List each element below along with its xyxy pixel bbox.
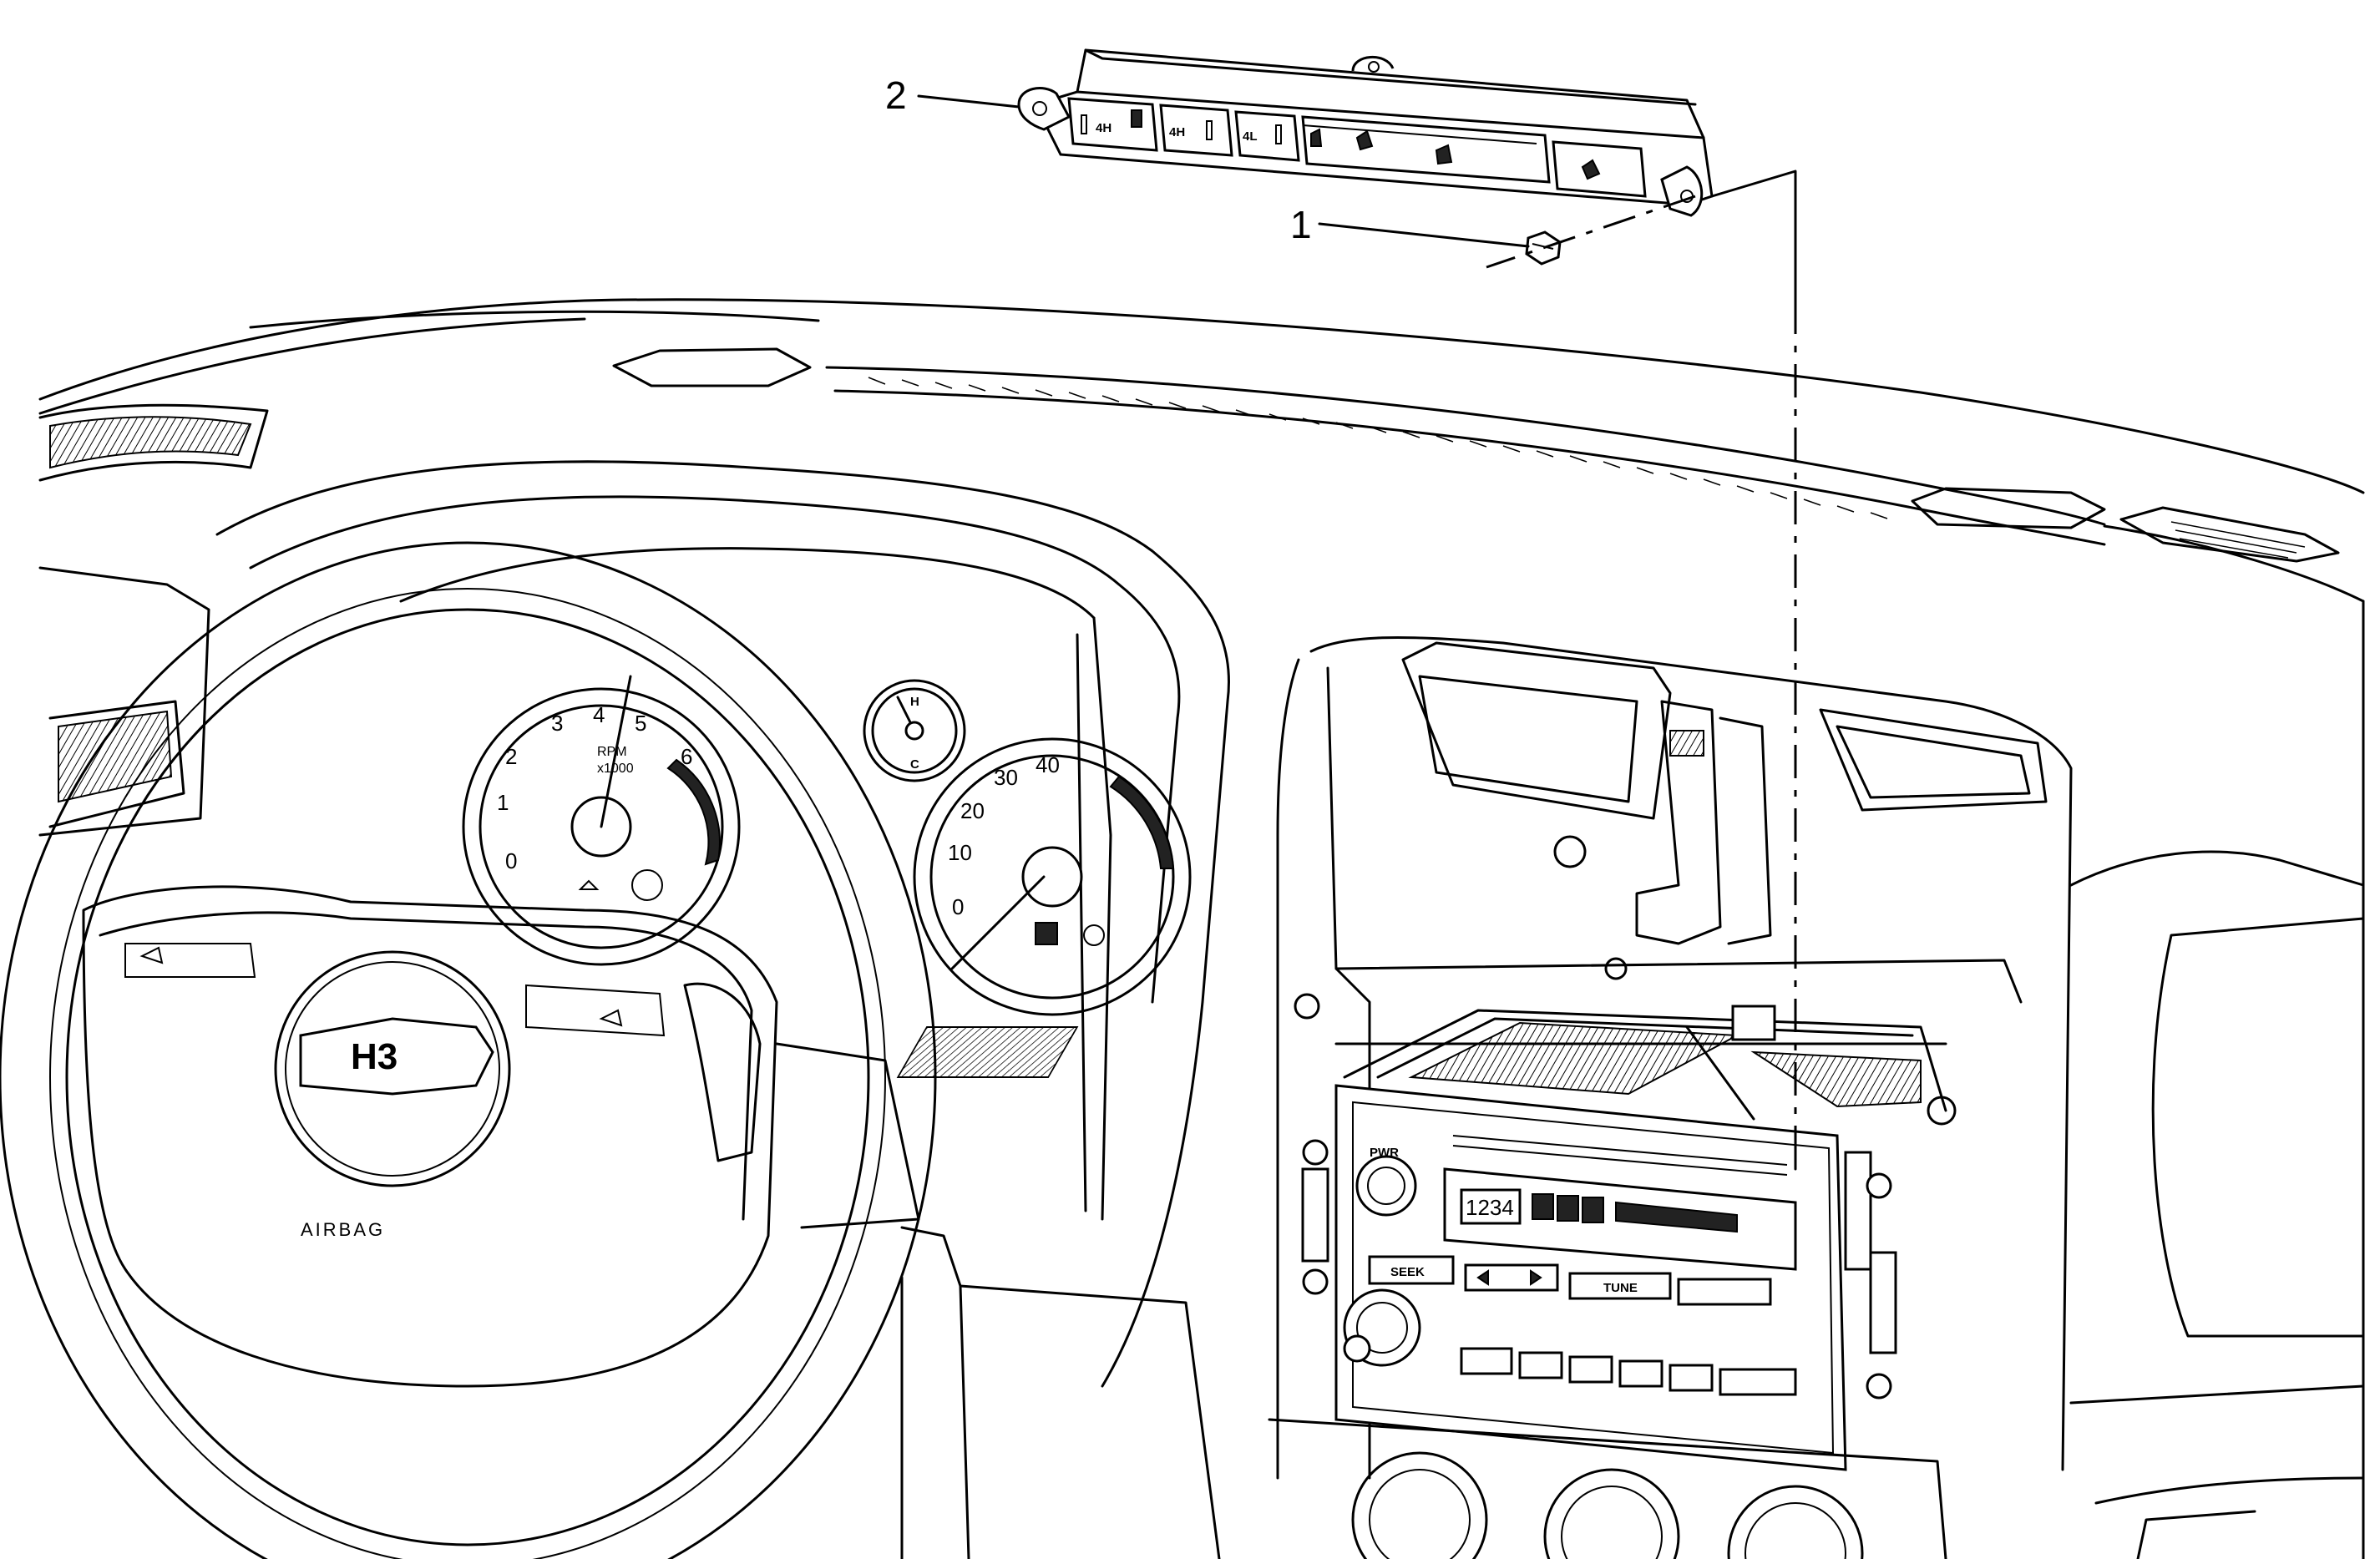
- preset-button-5[interactable]: [1669, 1364, 1714, 1392]
- switch-label-2: 4L: [1243, 129, 1258, 144]
- tach-tick-1: 1: [497, 790, 509, 815]
- tachometer: 0 1 2 3 4 5 6 RPM x1000: [462, 675, 741, 966]
- indicator-icon: [1435, 144, 1453, 165]
- radio-chassis: [896, 1005, 1947, 1121]
- switch-panel-indicators: [1301, 115, 1551, 184]
- speed-tick-0: 0: [952, 894, 964, 919]
- preset-buttons[interactable]: [1460, 1347, 1797, 1396]
- speedometer: 0 10 20 30 40: [913, 737, 1192, 1016]
- left-vent: [38, 403, 269, 837]
- switch-button-stabilitrak[interactable]: [1552, 140, 1647, 198]
- preset-button-2[interactable]: [1518, 1351, 1563, 1379]
- tach-tick-2: 2: [505, 744, 517, 769]
- switch-button-4h[interactable]: 4H: [1067, 97, 1158, 152]
- preset-button-6[interactable]: [1719, 1368, 1797, 1396]
- preset-button-1[interactable]: [1460, 1347, 1513, 1375]
- speed-tick-20: 20: [960, 798, 985, 823]
- small-gauge-bottom: C: [910, 757, 919, 772]
- aux-button[interactable]: [1677, 1278, 1772, 1306]
- steering-wheel: H3 AIRBAG: [0, 541, 937, 1559]
- passenger-dash: [2069, 850, 2365, 1559]
- tach-tick-4: 4: [593, 702, 605, 727]
- h3-badge: H3: [299, 1017, 494, 1096]
- hvac-controls: [1268, 1418, 1947, 1559]
- switch-button-4l[interactable]: 4L: [1234, 110, 1300, 162]
- switch-label-1: 4H: [1169, 125, 1185, 139]
- hvac-knob-left[interactable]: [1351, 1451, 1488, 1559]
- indicator-icon: [1355, 129, 1374, 151]
- speed-tick-10: 10: [948, 840, 972, 865]
- horn-icon: [139, 946, 164, 964]
- switch-button-4h-lock[interactable]: 4H: [1159, 104, 1233, 157]
- airbag-label: AIRBAG: [301, 1219, 385, 1240]
- tach-unit: RPM: [597, 745, 627, 759]
- cluster-hood: [215, 460, 1230, 1388]
- display-readout: 1234: [1466, 1195, 1514, 1220]
- power-knob[interactable]: [1355, 1155, 1417, 1217]
- switch-label-0: 4H: [1096, 121, 1112, 135]
- speed-tick-40: 40: [1036, 752, 1060, 777]
- tune-label: TUNE: [1603, 1281, 1638, 1295]
- hvac-knob-center[interactable]: [1543, 1468, 1680, 1559]
- nut: [1525, 230, 1562, 266]
- leader-lines: [917, 94, 1797, 1171]
- seek-label: SEEK: [1390, 1265, 1425, 1279]
- small-gauge: H C: [863, 679, 966, 782]
- radio-display: 1234: [1443, 1167, 1797, 1271]
- speed-tick-30: 30: [994, 765, 1018, 790]
- preset-button-3[interactable]: [1568, 1355, 1613, 1384]
- indicator-icon: [1310, 128, 1323, 147]
- small-gauge-top: H: [910, 695, 919, 709]
- radio-faceplate[interactable]: 1234 SEEK TUNE: [1301, 1084, 1897, 1471]
- tach-tick-0: 0: [505, 848, 517, 873]
- defrost-vent: [868, 377, 1888, 519]
- horn-icon: [599, 1009, 623, 1027]
- switch-assembly: 4H 4H 4L: [1017, 48, 1714, 217]
- callout-1: 1: [1290, 203, 1312, 246]
- tach-tick-5: 5: [635, 711, 646, 736]
- hvac-knob-right[interactable]: [1727, 1485, 1864, 1559]
- center-stack-bezel: [1276, 635, 2073, 1480]
- hub-badge-text: H3: [351, 1036, 398, 1077]
- tach-tick-6: 6: [681, 744, 692, 769]
- volume-knob[interactable]: [1343, 1288, 1421, 1367]
- seek-row[interactable]: SEEK TUNE: [1368, 1255, 1772, 1306]
- callout-2: 2: [885, 73, 907, 117]
- tune-button[interactable]: [1568, 1272, 1672, 1300]
- traction-icon: [1581, 159, 1601, 180]
- pwr-label: PWR: [1370, 1146, 1399, 1160]
- preset-button-4[interactable]: [1618, 1359, 1663, 1388]
- tach-tick-3: 3: [551, 711, 563, 736]
- center-console: [900, 1226, 1221, 1559]
- dashboard-top: [38, 298, 2365, 1559]
- tach-unit-scale: x1000: [597, 762, 634, 776]
